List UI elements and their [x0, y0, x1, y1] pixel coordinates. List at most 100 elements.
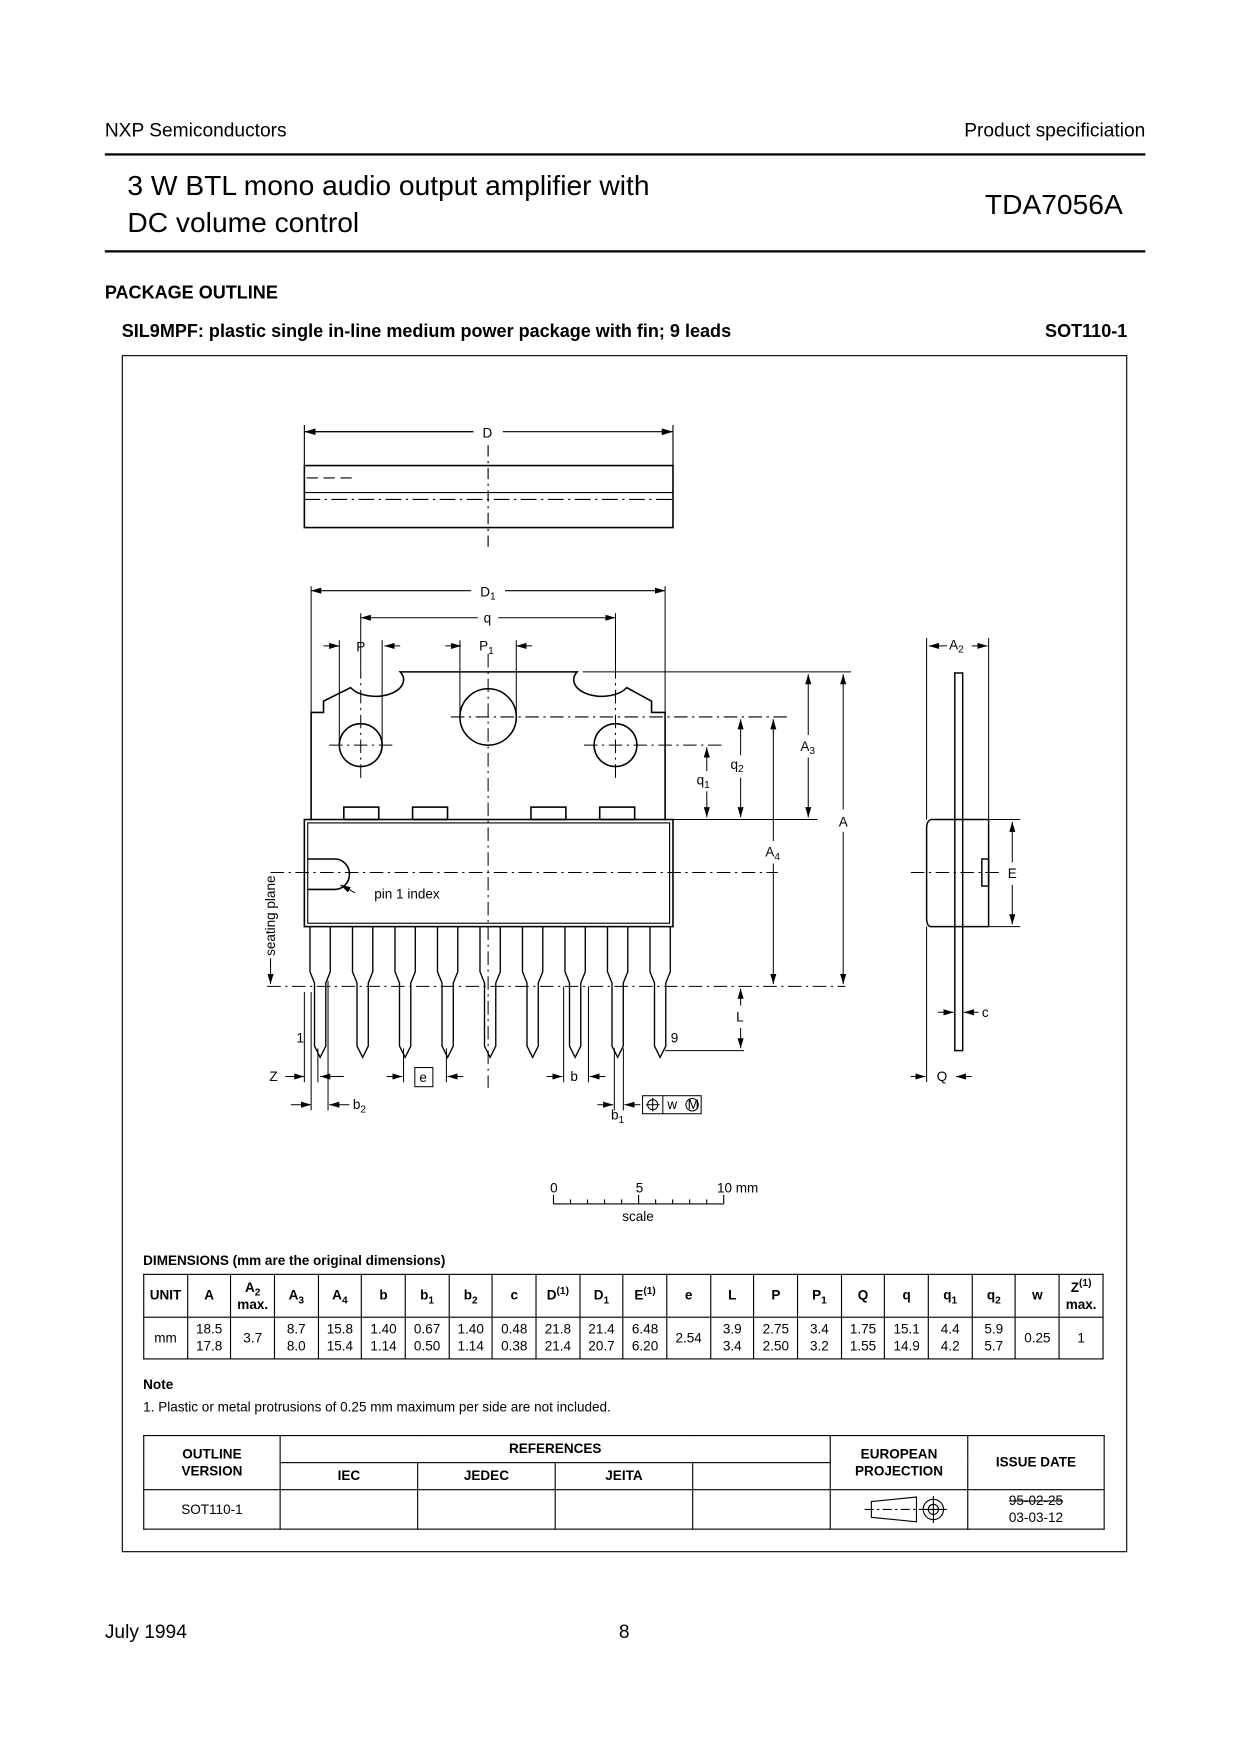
front-view: [303, 671, 674, 928]
lead-1: [309, 926, 331, 1059]
section-title: PACKAGE OUTLINE: [104, 284, 278, 304]
side-dimension-lines: [910, 638, 1021, 1083]
center-lines: [267, 653, 1004, 1088]
top-view: [303, 424, 674, 547]
pin-9-label: 9: [671, 1031, 679, 1046]
pin-1-index-notch: [307, 858, 351, 891]
page-number: 8: [618, 1621, 630, 1643]
dim-col-header: A4: [317, 1273, 363, 1318]
jeita-header: JEITA: [554, 1462, 694, 1491]
scale-5: 5: [636, 1181, 644, 1196]
dim-value: mm: [143, 1316, 188, 1360]
blank-header: [692, 1462, 831, 1491]
dim-col-header: P: [753, 1273, 799, 1318]
drawing-labels: D D1 q P P1 A2 A3 A A4 q2 q1 E L c Q Z b…: [263, 425, 1017, 1223]
dim-col-header: Q: [840, 1273, 886, 1318]
label-e: e: [419, 1070, 427, 1085]
basic-dimension-box: [414, 1067, 434, 1088]
lead-4: [436, 926, 459, 1059]
label-A: A: [839, 814, 848, 829]
label-b: b: [570, 1069, 578, 1084]
lead-2: [351, 926, 374, 1059]
dim-col-header: e: [666, 1273, 712, 1318]
seating-plane-label: seating plane: [263, 876, 278, 956]
label-b2: b2: [353, 1097, 367, 1115]
title-line-1: 3 W BTL mono audio output amplifier with: [127, 170, 650, 202]
document-type: Product specificiation: [964, 119, 1146, 141]
package-description: SIL9MPF: plastic single in-line medium p…: [121, 322, 732, 342]
dim-col-header: P1: [797, 1273, 842, 1318]
dim-col-header: A3: [273, 1273, 319, 1318]
label-A2: A2: [949, 637, 964, 655]
outline-version-value: SOT110-1: [143, 1489, 281, 1530]
label-P: P: [356, 640, 365, 655]
dim-col-header: L: [709, 1273, 755, 1318]
side-view: [925, 672, 990, 1052]
lead-6: [521, 926, 544, 1059]
jedec-header: JEDEC: [417, 1462, 556, 1491]
label-L: L: [736, 1009, 744, 1024]
label-D1: D1: [480, 584, 496, 602]
tolerance-frame: [642, 1095, 702, 1115]
label-q: q: [484, 610, 492, 625]
dim-col-header: q1: [927, 1273, 973, 1318]
header-rule: [104, 153, 1146, 156]
lead-3: [394, 926, 416, 1059]
iec-value: [279, 1489, 419, 1530]
pin-1-label: 1: [296, 1031, 304, 1046]
label-A3: A3: [800, 739, 815, 757]
scale-label: scale: [622, 1209, 654, 1224]
dimensions-title: DIMENSIONS (mm are the original dimensio…: [143, 1252, 446, 1269]
projection-icon: [864, 1495, 947, 1523]
leads: [309, 926, 671, 1059]
package-code: SOT110-1: [1045, 322, 1128, 342]
note-text: 1. Plastic or metal protrusions of 0.25 …: [143, 1398, 611, 1415]
dim-col-header: A: [186, 1273, 232, 1318]
label-D: D: [482, 425, 492, 440]
issue-date-header: ISSUE DATE: [967, 1435, 1105, 1491]
scale-0: 0: [550, 1181, 558, 1196]
label-q1: q1: [697, 773, 711, 791]
label-Z: Z: [269, 1069, 277, 1084]
lead-8: [606, 926, 629, 1059]
european-projection-symbol: [829, 1489, 969, 1530]
extra-value: [692, 1489, 831, 1530]
dimension-lines: [267, 586, 852, 1115]
issue-date: 03-03-12: [1008, 1509, 1064, 1526]
dim-col-header: Z(1)max.: [1058, 1273, 1104, 1318]
title-rule: [104, 250, 1146, 252]
title-line-2: DC volume control: [127, 207, 360, 239]
label-w: w: [666, 1097, 677, 1112]
jeita-value: [554, 1489, 694, 1530]
dim-col-header: D1: [579, 1273, 624, 1318]
dim-col-header: D(1): [535, 1273, 581, 1318]
part-number: TDA7056A: [984, 189, 1123, 221]
dim-value: 0.25: [1015, 1316, 1060, 1360]
dim-col-header: q: [884, 1273, 929, 1318]
lead-7: [564, 926, 586, 1059]
jedec-value: [417, 1489, 556, 1530]
label-b1: b1: [611, 1107, 625, 1125]
label-q2: q2: [730, 757, 744, 775]
